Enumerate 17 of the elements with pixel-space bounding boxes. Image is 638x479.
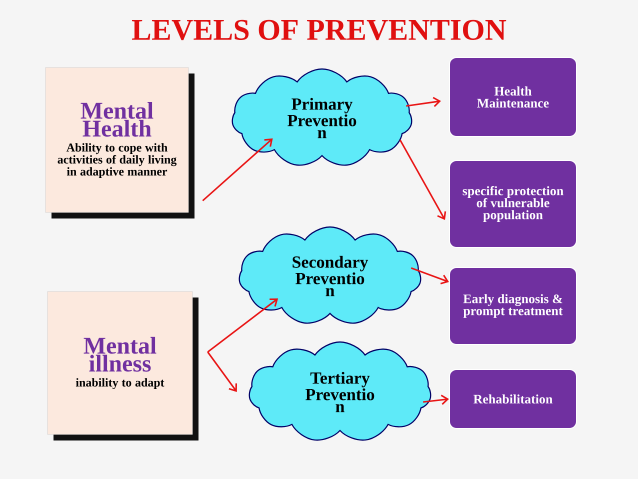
arrow bbox=[399, 140, 446, 220]
text-card: Mental illness inability to adapt bbox=[47, 291, 198, 440]
arrow bbox=[207, 352, 237, 392]
cloud: Tertiary Preventio n bbox=[248, 341, 432, 441]
text-card: Mental Health Ability to cope with activities of daily living in adaptive manner bbox=[45, 67, 194, 218]
arrow bbox=[423, 394, 449, 405]
arrow bbox=[202, 138, 273, 202]
arrow bbox=[410, 267, 449, 284]
title: LEVELS OF PREVENTION bbox=[132, 20, 506, 40]
cloud: Secondary Preventio n bbox=[238, 226, 422, 324]
process-box: Early diagnosis & prompt treatment bbox=[449, 266, 577, 345]
process-box: Rehabilitation bbox=[449, 368, 577, 429]
cloud: Primary Preventio n bbox=[232, 68, 412, 166]
process-box: specific protection of vulnerable population bbox=[449, 160, 577, 248]
arrow bbox=[406, 96, 441, 108]
arrow bbox=[207, 298, 278, 353]
process-box: Health Maintenance bbox=[449, 57, 577, 137]
